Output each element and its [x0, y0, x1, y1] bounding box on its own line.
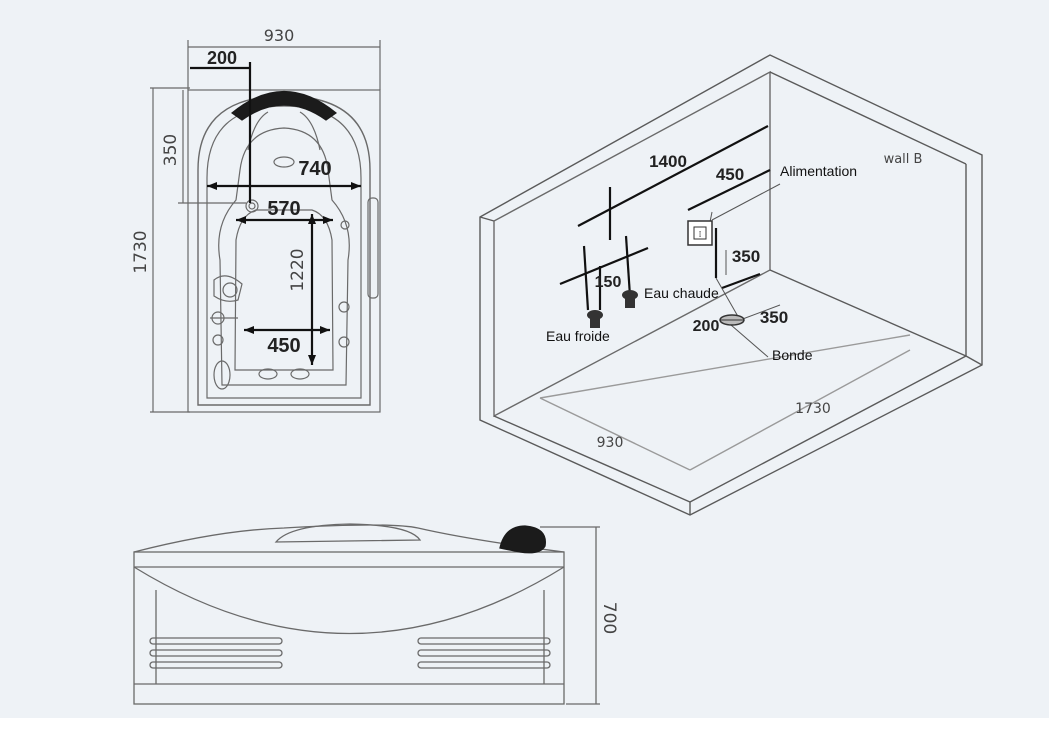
dim-length-1730: 1730: [131, 230, 151, 273]
dim-450-top: 450: [267, 335, 300, 357]
dim-350-vertical: 350: [732, 247, 760, 266]
dim-1730-persp: 1730: [795, 401, 831, 417]
cold-water-tap-icon: [587, 310, 603, 328]
drain-icon: [719, 314, 745, 326]
label-bonde: Bonde: [772, 347, 813, 363]
dim-width-930: 930: [264, 26, 295, 45]
dim-1400: 1400: [649, 152, 687, 171]
top-view: [150, 40, 381, 413]
label-eau-chaude: Eau chaude: [644, 285, 719, 301]
dim-1220: 1220: [288, 248, 308, 291]
dim-height-700: 700: [599, 602, 619, 634]
dim-offset-200: 200: [207, 48, 237, 68]
room-perspective: [479, 54, 983, 516]
dim-930-persp: 930: [597, 435, 624, 451]
top-view-dimensions: [190, 62, 361, 365]
top-view-arrowheads: [207, 182, 361, 365]
label-alimentation: Alimentation: [780, 163, 857, 179]
pipe-guides: [559, 125, 771, 311]
dim-740: 740: [298, 158, 331, 180]
dim-150: 150: [595, 274, 622, 291]
svg-text:⁞: ⁞: [699, 230, 702, 240]
label-eau-froide: Eau froide: [546, 328, 610, 344]
dim-450-persp: 450: [716, 165, 744, 184]
pipe-guides-thin: [707, 183, 781, 358]
hot-water-tap-icon: [622, 290, 638, 308]
dim-200-drain: 200: [693, 318, 720, 335]
power-outlet-icon: ⁞: [687, 220, 713, 246]
dim-350: 350: [161, 134, 181, 166]
dim-350-drain: 350: [760, 308, 788, 327]
side-view: [133, 523, 600, 705]
dim-570: 570: [267, 198, 300, 220]
wall-label: wall B: [884, 152, 923, 167]
